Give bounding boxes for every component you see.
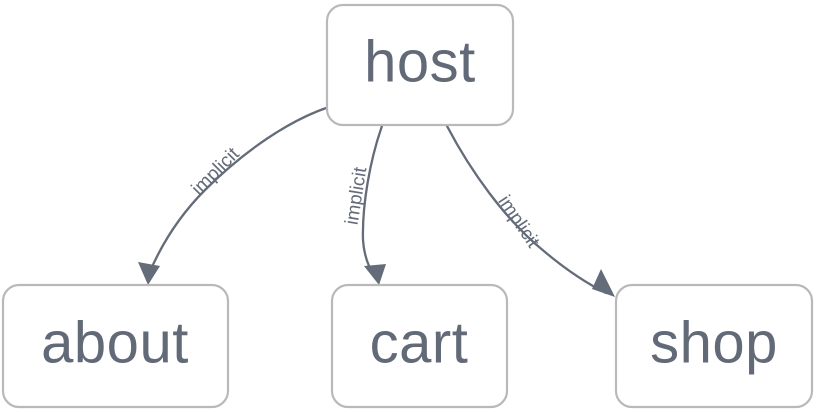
node-box-host[interactable] bbox=[325, 3, 515, 127]
node-host[interactable]: host bbox=[325, 3, 515, 127]
edge-host-about[interactable]: implicit bbox=[138, 105, 331, 285]
node-label-shop: shop bbox=[650, 310, 778, 375]
arrowhead-icon-host-cart bbox=[364, 264, 386, 285]
edge-host-shop[interactable]: implicit bbox=[445, 124, 615, 297]
node-label-host: host bbox=[364, 29, 476, 94]
node-box-about[interactable] bbox=[1, 283, 230, 409]
edge-path-host-about bbox=[146, 105, 331, 278]
edge-label-host-shop: implicit bbox=[493, 192, 543, 252]
edge-label-group-host-cart: implicit bbox=[342, 165, 372, 226]
arrowhead-icon-host-shop bbox=[592, 269, 615, 297]
node-label-cart: cart bbox=[370, 310, 469, 375]
node-cart[interactable]: cart bbox=[330, 283, 509, 409]
edge-path-host-shop bbox=[445, 124, 608, 295]
node-shop[interactable]: shop bbox=[614, 283, 814, 409]
node-box-shop[interactable] bbox=[614, 283, 814, 409]
node-box-cart[interactable] bbox=[330, 283, 509, 409]
node-label-about: about bbox=[41, 310, 189, 375]
edge-label-group-host-about: implicit bbox=[188, 143, 244, 199]
edge-label-host-about: implicit bbox=[188, 143, 244, 199]
edge-host-cart[interactable]: implicit bbox=[342, 124, 386, 285]
node-about[interactable]: about bbox=[1, 283, 230, 409]
arrowhead-icon-host-about bbox=[138, 262, 160, 285]
edge-label-host-cart: implicit bbox=[342, 165, 372, 226]
edge-label-group-host-shop: implicit bbox=[493, 192, 543, 252]
nodes-layer: host about cart shop bbox=[1, 3, 814, 409]
edges-layer: implicit implicit implicit bbox=[138, 105, 615, 297]
